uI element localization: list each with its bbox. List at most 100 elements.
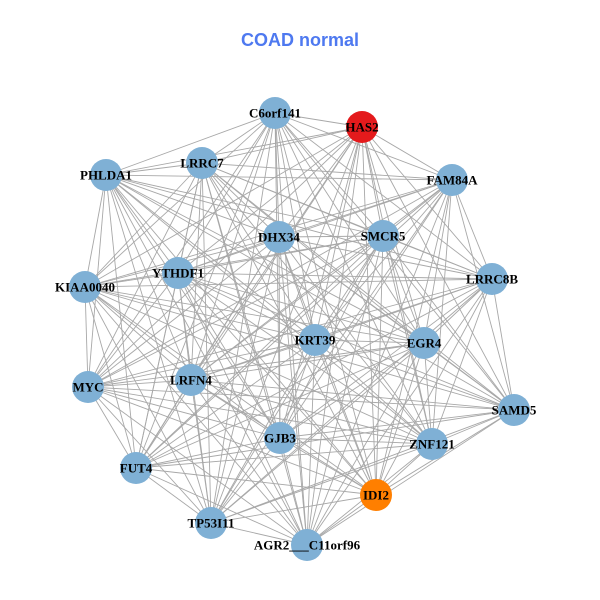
- edge: [278, 236, 493, 280]
- edge: [135, 235, 384, 469]
- node-c6orf141[interactable]: C6orf141: [249, 97, 301, 129]
- node-label: C6orf141: [249, 106, 301, 121]
- node-smcr5[interactable]: SMCR5: [361, 220, 406, 252]
- node-circle[interactable]: [498, 394, 530, 426]
- node-egr4[interactable]: EGR4: [407, 327, 442, 359]
- node-label: DHX34: [258, 230, 300, 245]
- figure-title: COAD normal: [240, 30, 359, 50]
- node-label: FAM84A: [426, 173, 478, 188]
- edge: [274, 112, 493, 280]
- edge: [210, 235, 384, 524]
- edge: [210, 342, 425, 524]
- node-circle[interactable]: [186, 147, 218, 179]
- edge: [201, 162, 212, 524]
- node-idi2[interactable]: IDI2: [360, 479, 392, 511]
- node-lrrc8b[interactable]: LRRC8B: [466, 263, 518, 295]
- edge: [177, 126, 363, 274]
- node-has2[interactable]: HAS2: [345, 111, 379, 143]
- node-kiaa0040[interactable]: KIAA0040: [55, 271, 115, 303]
- node-ythdf1[interactable]: YTHDF1: [152, 257, 204, 289]
- edge: [190, 278, 493, 381]
- edge: [135, 443, 433, 469]
- node-znf121[interactable]: ZNF121: [409, 428, 455, 460]
- edge: [278, 236, 308, 546]
- node-krt39[interactable]: KRT39: [295, 324, 336, 356]
- edge: [279, 437, 433, 445]
- node-circle[interactable]: [346, 111, 378, 143]
- node-circle[interactable]: [476, 263, 508, 295]
- edge: [190, 379, 515, 411]
- edge: [105, 174, 137, 469]
- edge: [87, 386, 433, 445]
- edge: [423, 179, 453, 344]
- edge: [314, 339, 377, 496]
- node-tp53i11[interactable]: TP53I11: [188, 507, 235, 539]
- edge: [201, 162, 308, 546]
- node-samd5[interactable]: SAMD5: [492, 394, 537, 426]
- edge: [135, 379, 192, 469]
- edge: [135, 437, 281, 469]
- edge: [375, 342, 425, 496]
- edge: [306, 235, 384, 546]
- edge: [274, 112, 281, 439]
- node-lrfn4[interactable]: LRFN4: [170, 364, 212, 396]
- edge: [177, 272, 281, 439]
- edge: [274, 112, 308, 546]
- node-fam84a[interactable]: FAM84A: [426, 164, 478, 196]
- node-circle[interactable]: [416, 428, 448, 460]
- node-fut4[interactable]: FUT4: [120, 452, 153, 484]
- node-label: YTHDF1: [152, 266, 204, 281]
- edge: [135, 467, 308, 546]
- node-label: SAMD5: [492, 403, 537, 418]
- edge: [84, 286, 281, 439]
- edge: [278, 235, 384, 238]
- node-circle[interactable]: [90, 159, 122, 191]
- node-circle[interactable]: [436, 164, 468, 196]
- node-circle[interactable]: [408, 327, 440, 359]
- edge: [361, 126, 377, 496]
- edge: [87, 379, 192, 388]
- edge: [84, 174, 107, 288]
- edge: [87, 339, 316, 388]
- node-circle[interactable]: [299, 324, 331, 356]
- edge: [210, 522, 308, 546]
- node-circle[interactable]: [291, 529, 323, 561]
- node-circle[interactable]: [367, 220, 399, 252]
- node-label: FUT4: [120, 461, 153, 476]
- node-circle[interactable]: [69, 271, 101, 303]
- edge: [105, 174, 384, 237]
- edge: [210, 339, 316, 524]
- edge: [105, 174, 493, 280]
- node-label: MYC: [72, 380, 103, 395]
- edge: [105, 174, 453, 181]
- node-label: HAS2: [345, 120, 378, 135]
- edge: [105, 174, 280, 238]
- edge: [274, 112, 453, 181]
- node-circle[interactable]: [175, 364, 207, 396]
- edge: [87, 112, 276, 388]
- node-phlda1[interactable]: PHLDA1: [80, 159, 132, 191]
- edge: [87, 386, 515, 411]
- edge: [306, 342, 425, 546]
- node-circle[interactable]: [120, 452, 152, 484]
- node-circle[interactable]: [264, 422, 296, 454]
- edge: [177, 272, 377, 496]
- node-dhx34[interactable]: DHX34: [258, 221, 300, 253]
- edge: [87, 278, 493, 388]
- node-circle[interactable]: [360, 479, 392, 511]
- node-circle[interactable]: [162, 257, 194, 289]
- node-myc[interactable]: MYC: [72, 371, 104, 403]
- edge: [423, 342, 515, 411]
- node-circle[interactable]: [72, 371, 104, 403]
- edge: [278, 236, 433, 445]
- edge: [382, 235, 425, 344]
- edge: [279, 339, 316, 439]
- node-lrrc7[interactable]: LRRC7: [180, 147, 224, 179]
- node-label: AGR2___C11orf96: [254, 538, 361, 553]
- node-circle[interactable]: [259, 97, 291, 129]
- node-gjb3[interactable]: GJB3: [264, 422, 296, 454]
- node-agr2___c11orf96[interactable]: AGR2___C11orf96: [254, 529, 361, 561]
- node-circle[interactable]: [263, 221, 295, 253]
- node-circle[interactable]: [195, 507, 227, 539]
